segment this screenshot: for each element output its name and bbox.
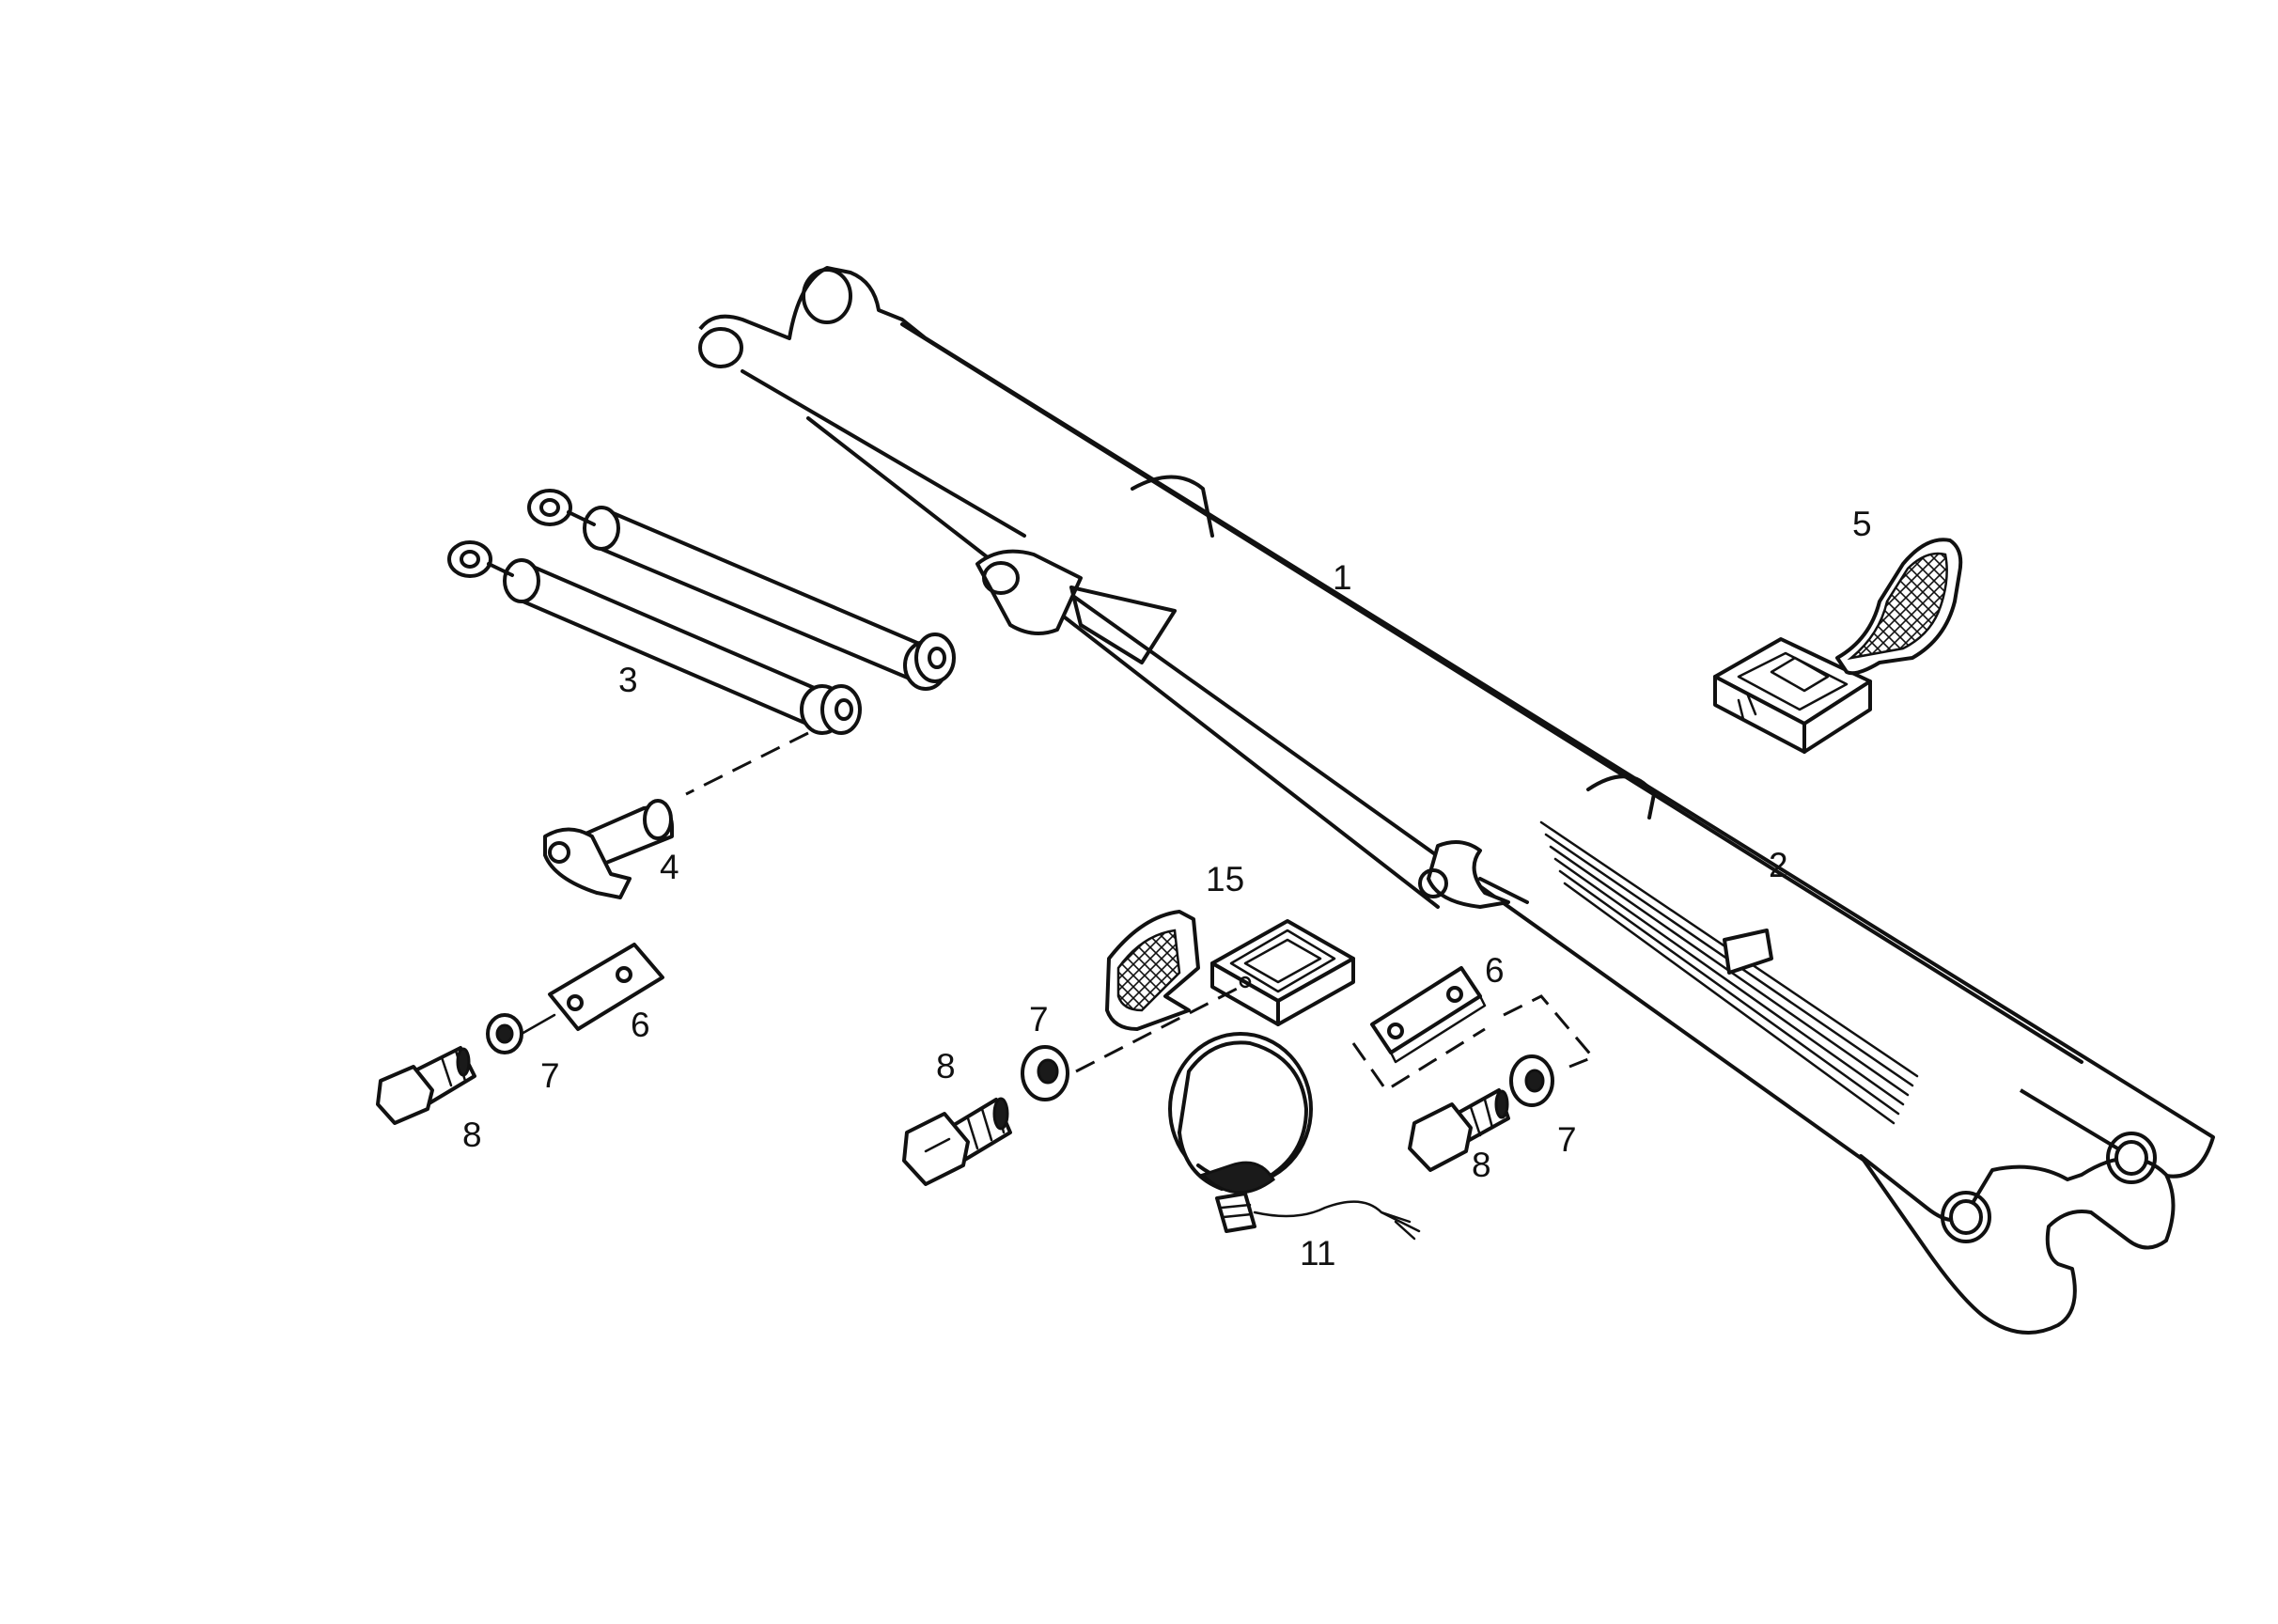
callout-1: 1 (1333, 558, 1352, 597)
plate-left (548, 943, 664, 1031)
cylinders (447, 489, 956, 735)
work-lamp (1168, 1032, 1421, 1241)
callout-8-center: 8 (936, 1047, 956, 1085)
callout-15: 15 (1206, 860, 1244, 898)
step-center (1105, 910, 1355, 1031)
assembly-line-pin (685, 731, 809, 796)
assembly-bracket-right (1351, 994, 1596, 1093)
callout-11: 11 (1300, 1234, 1335, 1273)
callout-2: 2 (1769, 846, 1788, 884)
pin (543, 799, 674, 899)
washer-right (1509, 1054, 1554, 1107)
callout-8-left: 8 (462, 1116, 482, 1154)
callout-5: 5 (1852, 505, 1872, 543)
plate-right (1370, 966, 1487, 1064)
leaf-spring (1539, 820, 1919, 1125)
callout-4: 4 (660, 848, 679, 886)
bolt-center (902, 1097, 1012, 1186)
boom-arm (698, 266, 2215, 1335)
callout-7-center: 7 (1029, 1000, 1049, 1038)
assembly-line-left (520, 1013, 556, 1036)
washer-center (1021, 1045, 1069, 1101)
callout-6-left: 6 (631, 1006, 650, 1044)
callout-8-right: 8 (1472, 1146, 1491, 1184)
callout-6-right: 6 (1485, 951, 1505, 990)
bolt-right (1408, 1088, 1510, 1172)
bolt-left (376, 1046, 476, 1125)
callout-7-right: 7 (1557, 1120, 1577, 1159)
washer-left (486, 1013, 523, 1054)
step-right (1713, 538, 1963, 754)
callout-7-left: 7 (540, 1056, 560, 1095)
callout-3: 3 (618, 661, 638, 699)
callouts: 1 2 3 4 5 6 6 7 7 7 8 8 8 11 15 (462, 505, 1872, 1273)
